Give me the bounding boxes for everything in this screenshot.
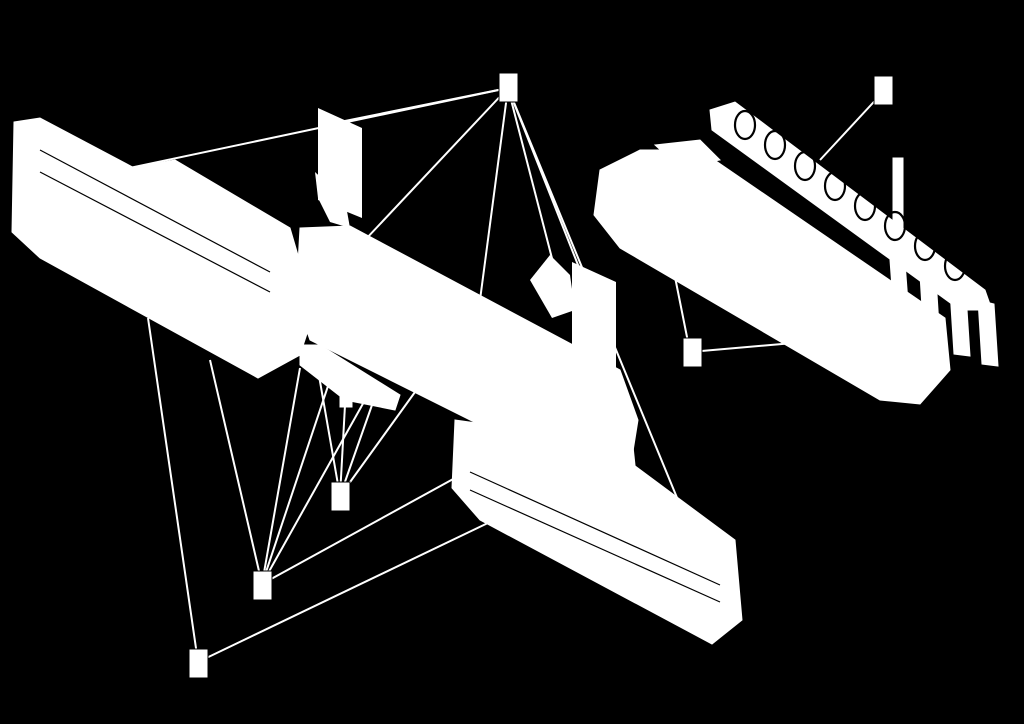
- leader-lines: [119, 87, 884, 663]
- tine-ring: [853, 190, 877, 222]
- leader-line: [339, 391, 416, 497]
- rib-line: [39, 149, 271, 273]
- tine-ring: [733, 109, 757, 141]
- rib-line: [469, 489, 721, 603]
- rib-line: [39, 171, 271, 293]
- leader-line: [339, 404, 346, 497]
- tine: [949, 289, 971, 357]
- tine-ring: [943, 250, 967, 282]
- callout-tag: [498, 72, 519, 103]
- leader-line: [364, 87, 509, 241]
- callout-tag: [188, 648, 209, 679]
- leader-line: [261, 399, 366, 585]
- leader-line: [209, 359, 263, 585]
- drum-rib-detail: [39, 149, 721, 603]
- beam-end-bracket: [592, 420, 636, 470]
- leader-line: [819, 91, 884, 161]
- tine-ring: [823, 170, 847, 202]
- mounting-plates: [315, 108, 636, 470]
- tine-ring: [883, 210, 907, 242]
- leader-line: [507, 87, 556, 271]
- leader-line: [261, 379, 331, 585]
- middle-mounting-plate: [572, 262, 616, 368]
- leader-line: [479, 87, 509, 301]
- callout-tag: [682, 337, 703, 368]
- rib-line: [469, 471, 721, 586]
- callout-tag: [330, 481, 351, 512]
- leader-line: [197, 521, 491, 663]
- callout-tag: [873, 75, 894, 106]
- main-boom-assembly: [11, 117, 743, 645]
- upper-plate-bracket: [315, 172, 350, 228]
- tine-ring: [913, 230, 937, 262]
- leader-line: [261, 367, 301, 585]
- leader-line: [317, 369, 341, 497]
- callout-tags: [188, 72, 894, 679]
- linkage-arm: [299, 344, 401, 411]
- callout-tag: [252, 570, 273, 601]
- leader-line: [339, 87, 509, 123]
- leader-line: [147, 317, 199, 663]
- leader-line: [339, 404, 373, 497]
- tine: [919, 274, 941, 343]
- tine: [977, 299, 999, 367]
- tine-ring: [793, 150, 817, 182]
- tine-rings: [733, 109, 967, 282]
- tine-ring: [763, 129, 787, 161]
- linkage-pin: [339, 392, 353, 408]
- middle-plate-bracket: [530, 255, 575, 318]
- leader-line: [261, 477, 456, 585]
- detached-roller-cap: [653, 139, 722, 169]
